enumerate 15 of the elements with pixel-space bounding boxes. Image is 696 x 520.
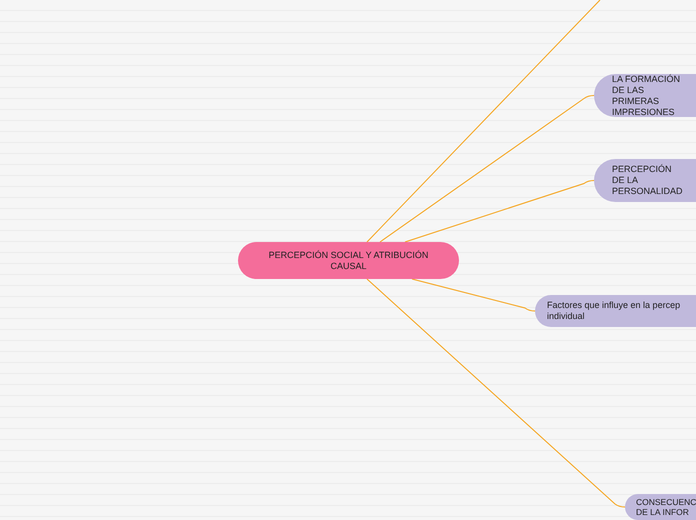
topic-text: CONSECUENC DE LA INFOR (636, 497, 696, 517)
connector-line (366, 0, 600, 242)
central-topic (238, 242, 459, 279)
connector-line (366, 278, 626, 508)
topic-text: Factores que influye en la percep individual (547, 300, 682, 322)
connector-line (412, 278, 536, 312)
subtopic-node (625, 494, 696, 520)
topic-text: PERCEPCIÓN DE LA PERSONALIDAD (612, 164, 684, 197)
topic-text: PERCEPCIÓN SOCIAL Y ATRIBUCIÓN CAUSAL (268, 250, 430, 272)
connector-line (404, 180, 594, 242)
connector-line (380, 95, 594, 242)
subtopic-node (594, 74, 696, 117)
subtopic-node (594, 159, 696, 202)
subtopic-node (535, 295, 696, 327)
topic-text: LA FORMACIÓN DE LAS PRIMERAS IMPRESIONES (612, 74, 682, 118)
